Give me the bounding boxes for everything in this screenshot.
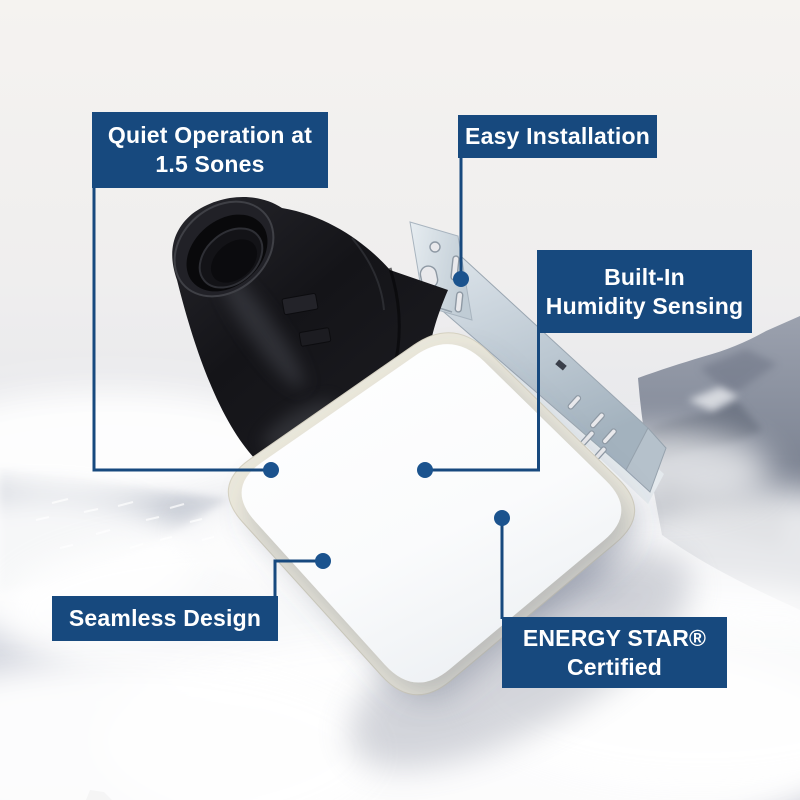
callout-humidity-sensing: Built-In Humidity Sensing <box>537 250 752 333</box>
callout-dot-easy <box>453 271 469 287</box>
callout-line-seamless <box>273 559 316 598</box>
callout-easy-installation: Easy Installation <box>458 115 657 158</box>
callout-dot-energy <box>494 510 510 526</box>
callout-seamless-design-label: Seamless Design <box>68 605 262 632</box>
callout-energy-star: ENERGY STAR® Certified <box>502 617 727 688</box>
callout-dot-humidity <box>417 462 433 478</box>
callout-humidity-sensing-label: Built-In Humidity Sensing <box>545 263 744 319</box>
bracket-end-flange <box>625 427 667 493</box>
callout-quiet-operation: Quiet Operation at 1.5 Sones <box>92 112 328 188</box>
callout-seamless-design: Seamless Design <box>52 596 278 641</box>
callout-dot-seamless <box>315 553 331 569</box>
callout-dot-quiet <box>263 462 279 478</box>
callout-quiet-operation-label: Quiet Operation at 1.5 Sones <box>107 122 313 177</box>
callout-energy-star-label: ENERGY STAR® Certified <box>522 624 707 680</box>
bracket-slots <box>567 395 617 463</box>
callout-easy-installation-label: Easy Installation <box>465 123 650 150</box>
callout-line-quiet <box>92 184 264 472</box>
callout-line-humidity <box>432 331 540 472</box>
duct-tab <box>281 292 319 316</box>
duct-tab <box>298 327 332 347</box>
fan-grille-cover <box>241 344 622 683</box>
duct-opening <box>173 200 275 298</box>
callout-lines <box>92 156 540 619</box>
bracket-clip <box>555 359 567 371</box>
